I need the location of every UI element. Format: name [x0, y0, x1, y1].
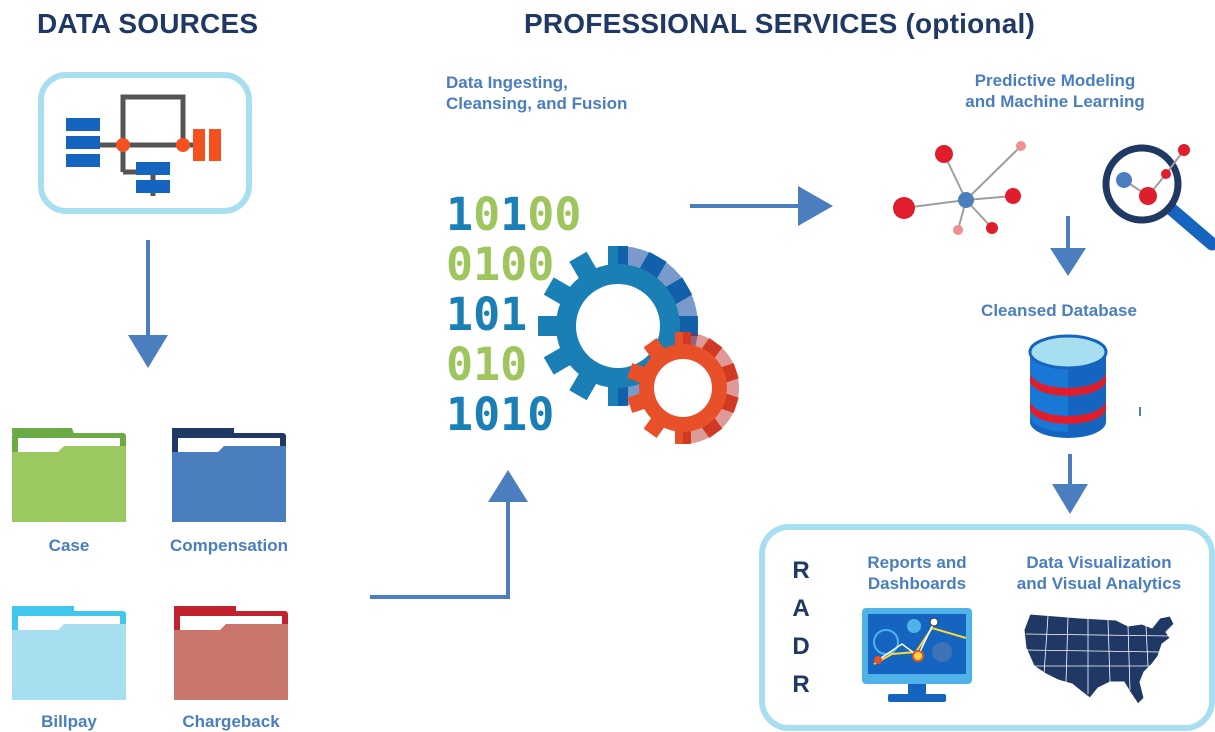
reports-label: Reports and Dashboards [867, 553, 967, 593]
dashboard-monitor-icon [862, 608, 972, 702]
folder-label-billpay: Billpay [41, 712, 97, 731]
network-graph-icon [893, 141, 1026, 235]
down-arrow-icon [1050, 216, 1086, 276]
folder-label-chargeback: Chargeback [182, 712, 280, 731]
folder-icon [174, 606, 288, 700]
radr-box [759, 524, 1215, 731]
divider [1139, 407, 1141, 416]
radr-letter: R [792, 671, 810, 698]
radr-letter: D [792, 633, 810, 660]
data-source-box [38, 72, 252, 214]
magnifier-icon [1102, 144, 1215, 251]
us-map-icon [1023, 613, 1175, 705]
binary-line: 1010 [446, 388, 555, 441]
right-arrow-icon [690, 186, 833, 226]
folder-label-case: Case [48, 536, 90, 555]
cleansed-database-label: Cleansed Database [981, 301, 1137, 320]
folder-icon [12, 606, 126, 700]
down-arrow-icon [128, 240, 168, 368]
folder-label-compensation: Compensation [169, 536, 289, 555]
binary-data: 10100 0100 101 010 1010 [446, 190, 581, 440]
database-icon [1028, 334, 1108, 438]
elbow-arrow-icon [370, 470, 528, 599]
database-schema-icon [66, 94, 221, 196]
radr-letter: A [792, 595, 810, 622]
binary-line: 101 [446, 288, 528, 341]
radr-letter: R [792, 557, 810, 584]
folder-icon [172, 428, 286, 522]
binary-line: 0100 [446, 238, 555, 291]
ingest-label: Data Ingesting, Cleansing, and Fusion [446, 73, 628, 113]
predictive-label: Predictive Modeling and Machine Learning [965, 71, 1145, 111]
professional-services-heading: PROFESSIONAL SERVICES (optional) [524, 8, 1035, 39]
gears-icon [538, 246, 739, 444]
down-arrow-icon [1052, 454, 1088, 514]
folder-icon [12, 428, 126, 522]
binary-line: 10100 [446, 188, 582, 241]
visualization-label: Data Visualization and Visual Analytics [1016, 553, 1182, 593]
binary-line: 010 [446, 338, 528, 391]
data-sources-heading: DATA SOURCES [37, 8, 259, 39]
radr-acronym: R A D R [786, 552, 816, 704]
